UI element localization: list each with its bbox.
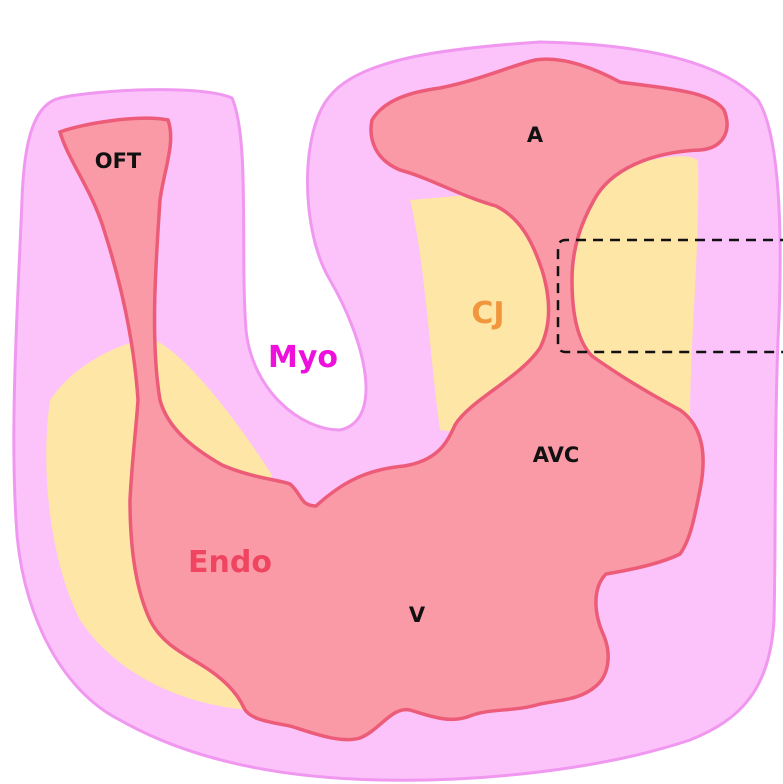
label-cj: CJ [471, 296, 504, 331]
label-v: V [409, 603, 426, 627]
label-oft: OFT [95, 149, 142, 173]
label-myo: Myo [268, 340, 338, 375]
label-avc: AVC [533, 443, 580, 467]
label-endo: Endo [188, 545, 272, 580]
label-a: A [527, 123, 544, 147]
